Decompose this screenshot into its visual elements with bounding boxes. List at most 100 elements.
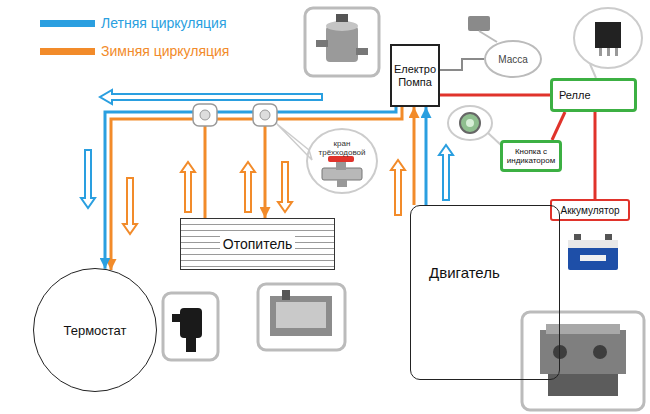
legend-text: Летняя циркуляция bbox=[101, 15, 226, 31]
connector bbox=[414, 107, 426, 205]
relay-photo bbox=[607, 48, 610, 56]
battery-photo bbox=[568, 240, 618, 270]
engine-photo bbox=[540, 330, 626, 374]
node-label: Масса bbox=[498, 54, 528, 65]
connector bbox=[265, 107, 402, 218]
pump-photo bbox=[336, 14, 348, 22]
connector bbox=[105, 107, 396, 269]
heater-photo bbox=[258, 284, 345, 350]
three-way-valve bbox=[260, 110, 270, 120]
legend-swatch bbox=[40, 48, 95, 55]
relay-photo bbox=[599, 48, 602, 56]
heater-box: Отопитель bbox=[180, 218, 335, 270]
legend-row: Летняя циркуляция bbox=[40, 12, 229, 34]
engine-photo bbox=[593, 345, 607, 359]
button-photo bbox=[448, 106, 502, 146]
pump-photo bbox=[356, 48, 368, 55]
connector-line bbox=[413, 107, 416, 205]
button-photo bbox=[466, 119, 474, 127]
flow-arrows bbox=[439, 145, 453, 200]
three-way-valve bbox=[253, 104, 277, 126]
relay-box: Релле bbox=[550, 78, 637, 112]
heater-photo bbox=[282, 290, 290, 300]
button-photo bbox=[460, 113, 480, 133]
flow-arrows bbox=[100, 90, 322, 104]
battery-photo bbox=[580, 255, 606, 261]
ground-terminal bbox=[479, 31, 497, 42]
pump-photo bbox=[305, 8, 379, 76]
engine-photo bbox=[522, 312, 644, 410]
connector bbox=[440, 59, 484, 70]
ground-bubble: Масса bbox=[484, 40, 542, 78]
relay-photo bbox=[574, 8, 642, 78]
engine-photo bbox=[548, 374, 618, 396]
thermostat-photo bbox=[163, 293, 218, 360]
thermostat-photo bbox=[180, 308, 202, 338]
thermostat-photo bbox=[172, 314, 182, 322]
relay-photo bbox=[595, 22, 621, 48]
connector-line bbox=[552, 112, 565, 140]
button-photo bbox=[448, 106, 492, 140]
thermostat-circle: Термостат bbox=[33, 268, 157, 392]
three-way-valve bbox=[253, 104, 277, 126]
node-label: Електро Помпа bbox=[394, 63, 436, 88]
three-way-valve bbox=[193, 104, 217, 126]
flow-arrows bbox=[123, 178, 137, 234]
ground-terminal bbox=[468, 16, 490, 31]
pump-photo bbox=[326, 21, 358, 31]
engine-photo bbox=[522, 312, 644, 410]
legend: Летняя циркуляцияЗимняя циркуляция bbox=[40, 12, 229, 68]
legend-row: Зимняя циркуляция bbox=[40, 40, 229, 62]
engine-photo bbox=[553, 345, 567, 359]
connector-line bbox=[440, 94, 550, 97]
node-label: Отопитель bbox=[220, 236, 295, 252]
node-label: Двигатель bbox=[429, 264, 500, 281]
legend-swatch bbox=[40, 20, 95, 27]
pump-photo bbox=[305, 8, 379, 76]
pump-box: Електро Помпа bbox=[390, 44, 440, 107]
thermostat-photo bbox=[186, 338, 196, 352]
button-box: Кнопка с индикатором bbox=[500, 140, 562, 172]
node-label: Термостат bbox=[63, 323, 126, 338]
battery-box: Аккумулятор bbox=[550, 199, 630, 221]
node-label: Кнопка с индикатором bbox=[506, 147, 556, 165]
node-label: Аккумулятор bbox=[560, 205, 619, 216]
connector bbox=[595, 112, 596, 199]
flow-arrows bbox=[241, 162, 255, 212]
valve-callout: кран трёхходовой bbox=[306, 128, 378, 194]
connector bbox=[552, 112, 565, 140]
flow-arrows bbox=[181, 162, 195, 212]
pump-photo bbox=[316, 40, 328, 47]
thermostat-photo bbox=[163, 293, 218, 360]
three-way-valve bbox=[193, 104, 217, 126]
battery-photo bbox=[605, 234, 612, 240]
ground-terminal bbox=[468, 16, 497, 42]
connector-line bbox=[105, 107, 396, 269]
battery-photo bbox=[568, 240, 618, 248]
relay-photo bbox=[615, 48, 618, 56]
heater-photo bbox=[276, 302, 326, 328]
connector-line bbox=[425, 107, 428, 205]
connector-line bbox=[440, 59, 484, 70]
valve-photo bbox=[337, 180, 347, 187]
node-label: кран трёхходовой bbox=[315, 139, 369, 157]
engine-box: Двигатель bbox=[410, 205, 560, 380]
heater-photo bbox=[258, 284, 345, 350]
flow-arrows bbox=[81, 150, 95, 208]
flow-arrows bbox=[391, 160, 405, 215]
pump-photo bbox=[326, 26, 358, 62]
three-way-valve bbox=[200, 110, 210, 120]
connector-line bbox=[265, 107, 402, 218]
node-label: Релле bbox=[559, 89, 591, 101]
legend-text: Зимняя циркуляция bbox=[101, 43, 229, 59]
battery-photo bbox=[574, 234, 581, 240]
valve-photo bbox=[336, 162, 346, 170]
battery-photo bbox=[568, 234, 618, 270]
flow-arrows bbox=[278, 162, 292, 212]
engine-photo bbox=[546, 324, 620, 334]
heater-photo bbox=[270, 296, 332, 336]
connector bbox=[440, 95, 550, 96]
relay-photo bbox=[574, 8, 642, 68]
relay-photo bbox=[590, 64, 596, 78]
